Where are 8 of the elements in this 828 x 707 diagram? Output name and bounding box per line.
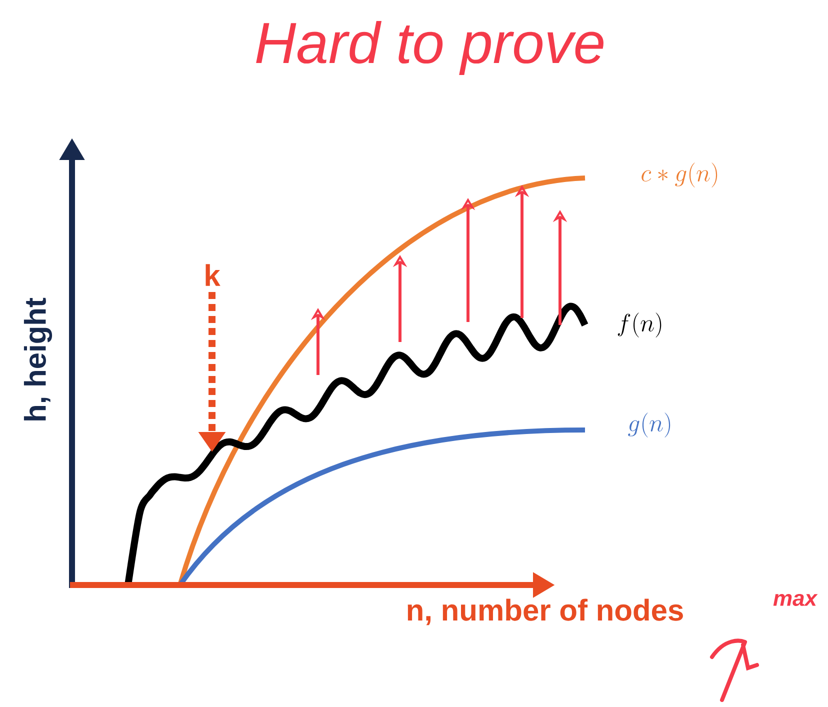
axis-label: n, number of nodes: [408, 598, 683, 626]
curve-label: $f(n)$: [618, 312, 662, 338]
handwritten-title: Hard to prove: [256, 20, 604, 76]
curve-label: $c * g(n)$: [642, 162, 718, 188]
axis-label: h, height: [24, 298, 52, 420]
variable-label: k: [206, 264, 220, 286]
curve-label: $g(n)$: [628, 412, 670, 438]
handwritten-note: max: [773, 594, 818, 606]
